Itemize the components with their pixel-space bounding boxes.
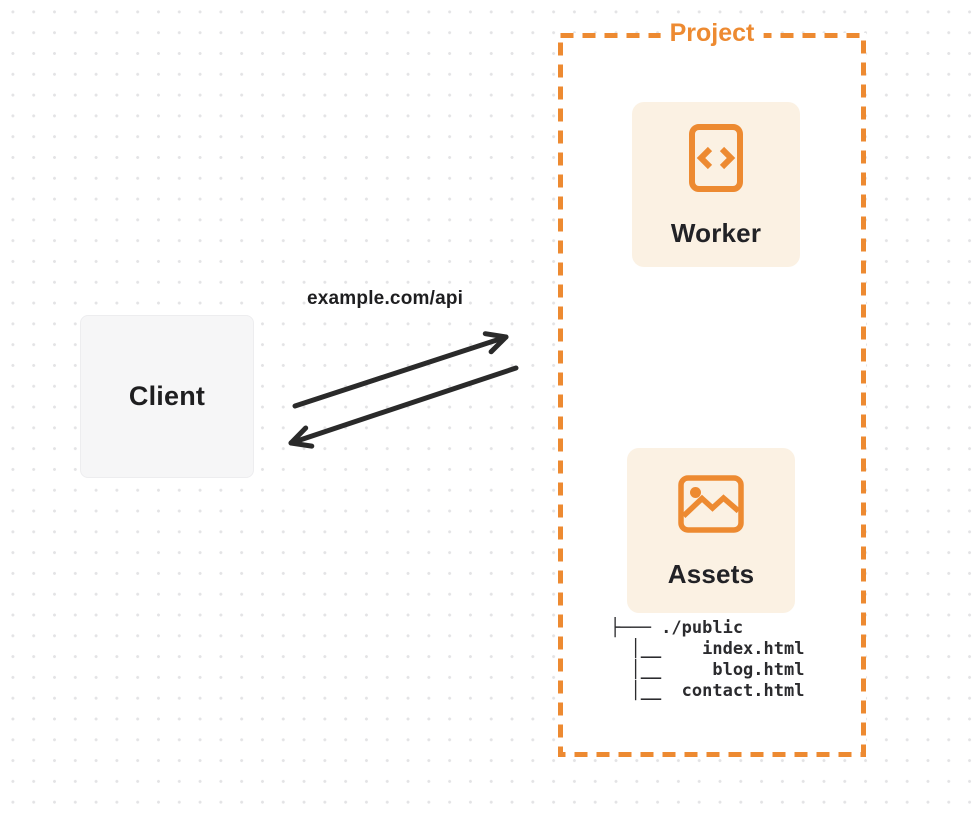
file-tree: ├─── ./public │__ index.html │__ blog.ht… — [610, 618, 805, 701]
image-icon — [678, 474, 744, 533]
request-arrow — [292, 331, 509, 409]
worker-label: Worker — [670, 217, 762, 248]
assets-label: Assets — [667, 558, 755, 589]
request-response-arrows — [288, 331, 519, 449]
assets-node: Assets — [627, 448, 795, 613]
code-file-icon — [689, 123, 743, 192]
response-arrow — [288, 365, 519, 449]
project-container: Project Worker Assets — [558, 19, 866, 757]
worker-node: Worker — [632, 102, 800, 267]
project-label: Project — [660, 19, 764, 47]
request-url-label: example.com/api — [307, 288, 464, 309]
client-node: Client — [80, 315, 254, 478]
client-label: Client — [128, 381, 206, 411]
